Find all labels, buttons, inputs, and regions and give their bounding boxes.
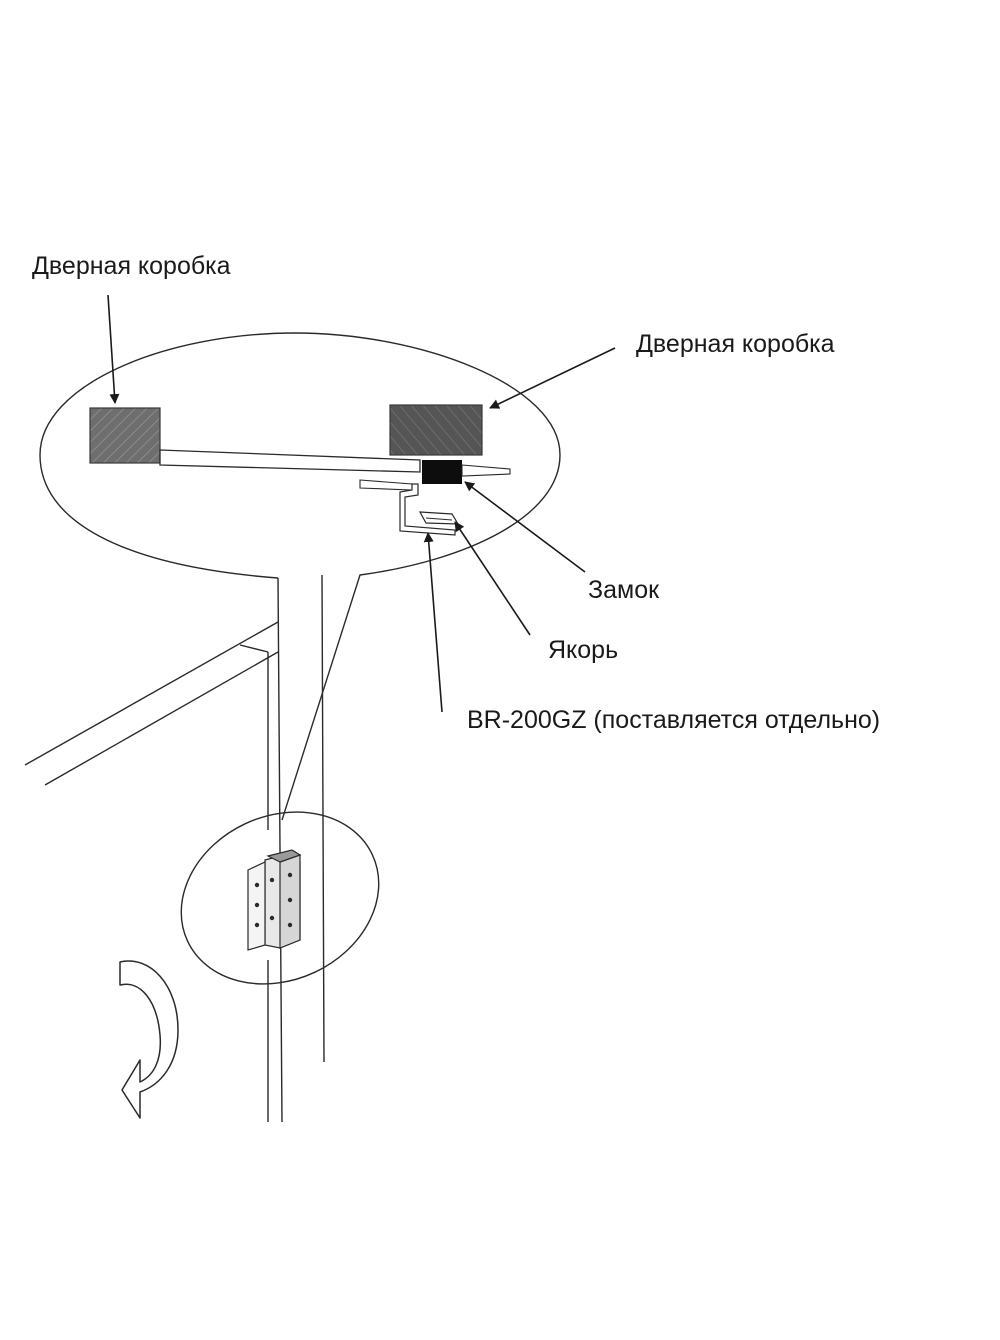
detail-callout-large	[39, 332, 561, 821]
curved-arrow-icon	[119, 960, 179, 1119]
lock-body	[422, 460, 462, 484]
detail-callout-small	[180, 811, 380, 985]
armature-plate	[418, 511, 460, 525]
label-armature: Якорь	[548, 636, 619, 664]
door-frame-left-block	[89, 407, 161, 464]
label-bracket: BR-200GZ (поставляется отдельно)	[467, 706, 881, 734]
leader-bracket	[423, 532, 443, 713]
leader-arrows	[107, 294, 616, 713]
door-plate	[359, 479, 413, 491]
label-door-frame-right: Дверная коробка	[636, 330, 835, 358]
door-leaf	[159, 449, 421, 473]
z-bracket	[399, 483, 456, 536]
door-frame-right-block	[389, 404, 483, 456]
leader-door-frame-left	[107, 294, 120, 404]
label-door-frame-left: Дверная коробка	[32, 252, 231, 280]
lock-cable	[461, 464, 511, 477]
mounted-lock-bracket	[247, 849, 302, 951]
door-panel-lines	[24, 574, 325, 1123]
leader-door-frame-right	[489, 347, 616, 409]
leader-armature	[454, 521, 531, 636]
leader-lock	[464, 481, 586, 573]
label-lock: Замок	[588, 576, 660, 604]
